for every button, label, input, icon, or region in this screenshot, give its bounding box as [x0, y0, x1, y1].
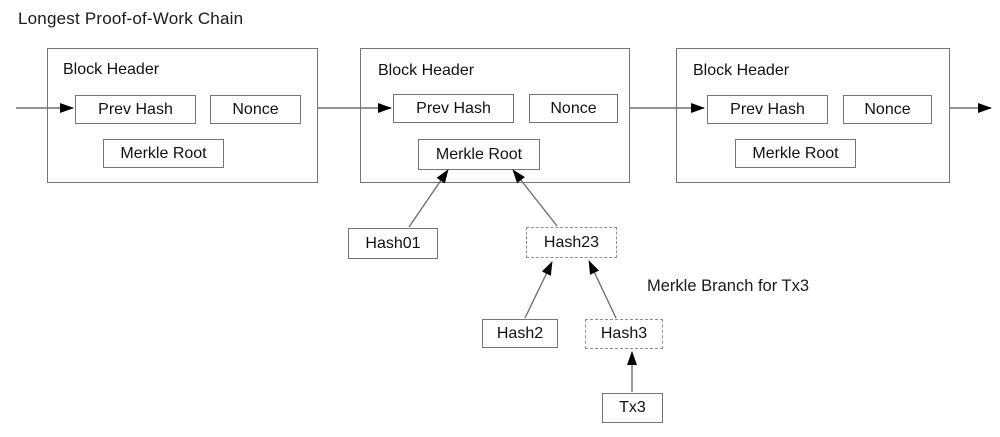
- block-2-nonce-box: Nonce: [529, 94, 618, 123]
- block-1-prev-hash-box: Prev Hash: [75, 95, 196, 124]
- block-1: Block Header Prev Hash Nonce Merkle Root: [47, 48, 318, 183]
- hash23-box: Hash23: [526, 227, 617, 258]
- hash2-box: Hash2: [482, 319, 558, 348]
- block-3: Block Header Prev Hash Nonce Merkle Root: [676, 48, 950, 183]
- hash01-box: Hash01: [348, 228, 438, 259]
- block-1-merkle-root-box: Merkle Root: [103, 139, 224, 168]
- block-3-merkle-root-box: Merkle Root: [735, 139, 856, 168]
- diagram-title: Longest Proof-of-Work Chain: [18, 9, 244, 28]
- block-1-nonce-box: Nonce: [210, 95, 301, 124]
- arrow-hash3-to-hash23-icon: [588, 260, 617, 319]
- merkle-branch-label: Merkle Branch for Tx3: [647, 277, 810, 295]
- block-3-prev-hash-box: Prev Hash: [707, 95, 828, 124]
- block-2-merkle-root-box: Merkle Root: [418, 139, 540, 170]
- block-2: Block Header Prev Hash Nonce Merkle Root: [360, 48, 630, 183]
- tx3-box: Tx3: [602, 393, 663, 423]
- block-2-prev-hash-box: Prev Hash: [393, 94, 514, 123]
- arrow-hash2-to-hash23-icon: [524, 261, 553, 319]
- block-1-header-label: Block Header: [63, 61, 160, 78]
- block-3-header-label: Block Header: [693, 62, 790, 79]
- block-3-nonce-box: Nonce: [843, 95, 932, 124]
- hash3-box: Hash3: [585, 319, 663, 349]
- block-2-header-label: Block Header: [378, 62, 475, 79]
